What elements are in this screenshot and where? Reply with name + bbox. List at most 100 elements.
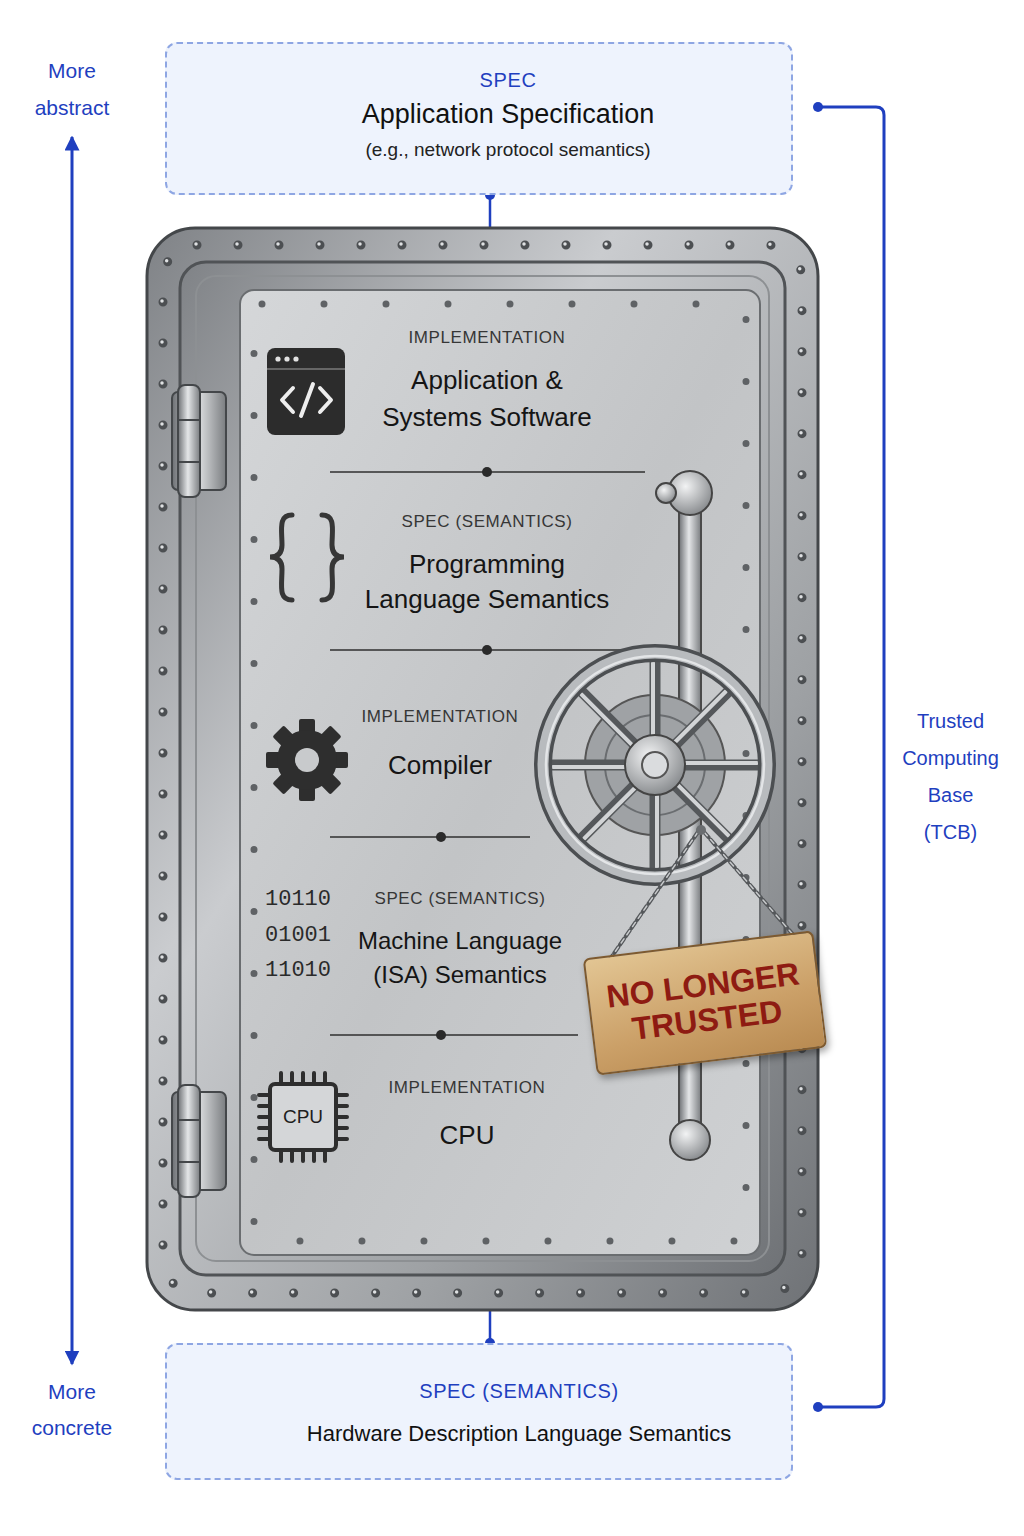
layer-title: CPU bbox=[367, 1117, 567, 1153]
binary-digits: 01001 bbox=[265, 924, 345, 948]
cpu-chip-icon bbox=[259, 1073, 347, 1161]
axis-label: More abstract bbox=[22, 52, 122, 126]
wheel-rim bbox=[543, 653, 767, 877]
rim-rivet-highlights bbox=[162, 244, 801, 1292]
spec-box: SPEC Application Specification (e.g., netw… bbox=[165, 42, 793, 195]
layer-title: Application & Systems Software bbox=[362, 362, 612, 436]
panel-rivets bbox=[254, 304, 746, 1241]
spoke bbox=[650, 791, 661, 869]
hinge-joints bbox=[178, 420, 200, 462]
window-dot bbox=[275, 356, 280, 361]
spoke-highlight bbox=[655, 793, 659, 867]
vault-wheel bbox=[543, 653, 767, 877]
divider-dot bbox=[436, 1030, 446, 1040]
spoke bbox=[650, 661, 661, 739]
rim-rivets bbox=[163, 245, 802, 1293]
window-dot bbox=[293, 356, 298, 361]
spec-example: (e.g., network protocol semantics) bbox=[225, 137, 791, 163]
wheel-rim-shadow bbox=[543, 653, 767, 877]
gear-hole bbox=[295, 748, 319, 772]
binary-digits: 10110 bbox=[265, 888, 345, 912]
spoke-highlight bbox=[676, 783, 728, 835]
layer-kind: SPEC (SEMANTICS) bbox=[350, 889, 570, 909]
wheel-rim-highlight bbox=[546, 656, 764, 874]
bracket-dot bbox=[813, 102, 823, 112]
layer-kind: SPEC (SEMANTICS) bbox=[362, 512, 612, 532]
layer-kind: IMPLEMENTATION bbox=[362, 328, 612, 348]
spoke-highlight bbox=[683, 761, 757, 765]
window-dot bbox=[284, 356, 289, 361]
door-body bbox=[147, 228, 818, 1310]
code-window-icon bbox=[267, 348, 345, 435]
spoke bbox=[551, 760, 629, 771]
hinge-knuckle bbox=[178, 1085, 200, 1197]
close-brace bbox=[322, 515, 344, 600]
window-frame bbox=[267, 348, 345, 435]
chip-label: CPU bbox=[273, 1105, 333, 1129]
door-frame-groove bbox=[196, 276, 769, 1261]
warning-sign: NO LONGER TRUSTED bbox=[583, 930, 828, 1075]
spec-kind: SPEC bbox=[225, 68, 791, 92]
binary-digits: 11010 bbox=[265, 959, 345, 983]
gear-icon bbox=[266, 719, 348, 801]
layer-kind: IMPLEMENTATION bbox=[340, 707, 540, 727]
abstraction-axis bbox=[71, 137, 74, 1364]
wheel-hub bbox=[625, 735, 685, 795]
spec-box: SPEC (SEMANTICS)Hardware Description Lan… bbox=[165, 1343, 793, 1480]
layer-band: IMPLEMENTATION Compiler bbox=[340, 707, 540, 783]
layer-title: Compiler bbox=[340, 747, 540, 783]
axis-label: More concrete bbox=[22, 1374, 122, 1446]
divider-dot bbox=[436, 832, 446, 842]
spoke bbox=[581, 691, 636, 746]
divider-line bbox=[330, 1034, 578, 1036]
open-brace bbox=[270, 515, 292, 600]
wheel-spokes bbox=[551, 661, 759, 869]
door-panel bbox=[240, 290, 760, 1255]
bracket-label: Trusted Computing Base (TCB) bbox=[900, 703, 1001, 851]
tcb-bracket bbox=[818, 107, 884, 1407]
layer-title: Machine Language (ISA) Semantics bbox=[350, 924, 570, 992]
handle-mount bbox=[656, 483, 676, 503]
layer-band: SPEC (SEMANTICS) Programming Language Sem… bbox=[362, 512, 612, 617]
layer-band: SPEC (SEMANTICS) Machine Language (ISA) S… bbox=[350, 889, 570, 992]
hinge bbox=[172, 385, 226, 497]
warning-text: NO LONGER TRUSTED bbox=[598, 956, 813, 1051]
layer-band: IMPLEMENTATION CPU bbox=[367, 1078, 567, 1153]
layer-title: Programming Language Semantics bbox=[362, 547, 612, 617]
chain-ring bbox=[696, 825, 706, 835]
door-frame bbox=[180, 262, 785, 1275]
divider-line bbox=[330, 836, 530, 838]
code-symbol bbox=[282, 384, 331, 416]
wheel-cap bbox=[642, 752, 668, 778]
spoke bbox=[581, 783, 636, 838]
layer-band: IMPLEMENTATION Application & Systems Soft… bbox=[362, 328, 612, 436]
gear-body bbox=[277, 730, 337, 790]
divider-dot bbox=[482, 467, 492, 477]
spoke bbox=[681, 760, 759, 771]
spoke-highlight bbox=[553, 765, 627, 769]
spoke bbox=[673, 783, 728, 838]
divider-dot bbox=[482, 645, 492, 655]
bracket-dot bbox=[813, 1402, 823, 1412]
hinge-knuckle bbox=[178, 385, 200, 497]
spoke bbox=[673, 691, 728, 746]
spoke-highlight bbox=[584, 786, 636, 838]
handle-joint bbox=[670, 1120, 710, 1160]
chip-body bbox=[270, 1084, 336, 1150]
spec-kind: SPEC (SEMANTICS) bbox=[247, 1379, 791, 1403]
braces-icon bbox=[270, 515, 344, 600]
layer-kind: IMPLEMENTATION bbox=[367, 1078, 567, 1098]
spoke-highlight bbox=[581, 694, 633, 746]
hinge-joints bbox=[178, 1120, 200, 1162]
hinge bbox=[172, 1085, 226, 1197]
spoke-highlight bbox=[673, 691, 725, 743]
window-title-bar bbox=[267, 368, 345, 370]
chip-pins bbox=[259, 1073, 347, 1161]
spoke-highlight bbox=[651, 663, 655, 737]
spec-title: Application Specification bbox=[225, 96, 791, 132]
wheel-spoke-highlights bbox=[553, 663, 757, 867]
vault-door bbox=[147, 228, 818, 1310]
